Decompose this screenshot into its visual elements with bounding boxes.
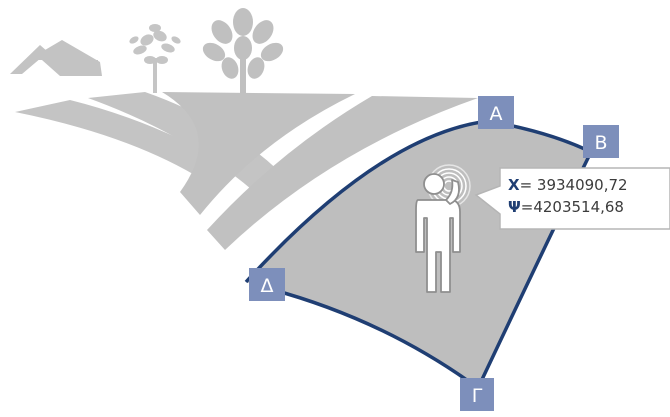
person-with-phone-icon (415, 173, 461, 293)
y-coordinate-symbol: Ψ (508, 198, 521, 216)
vertex-label-a: A (490, 103, 503, 125)
field-stripe-4 (207, 96, 478, 250)
field-stripe-3 (162, 92, 355, 215)
vertex-label-g: Γ (472, 385, 483, 407)
field-stripes (15, 92, 478, 250)
y-coordinate-value: =4203514,68 (521, 198, 624, 216)
svg-text:Ψ=4203514,68: Ψ=4203514,68 (508, 198, 624, 216)
tree-icon-small (129, 24, 181, 93)
vertex-badge-g: Γ (460, 378, 494, 411)
vertex-badge-a: A (478, 96, 514, 129)
field-stripe-1 (15, 100, 225, 180)
vertex-badge-d: Δ (249, 268, 285, 301)
vertex-label-d: Δ (261, 275, 274, 297)
vertex-badge-b: B (583, 125, 619, 158)
tree-icon-large (202, 8, 284, 123)
x-coordinate-value: = 3934090,72 (520, 176, 628, 194)
svg-text:X= 3934090,72: X= 3934090,72 (508, 176, 628, 194)
x-coordinate-symbol: X (508, 176, 520, 194)
land-plot-boundary (244, 119, 592, 284)
house-icon (10, 40, 102, 76)
land-plot-boundary-south (269, 287, 480, 390)
coordinates-callout: X= 3934090,72 Ψ=4203514,68 (474, 167, 670, 230)
vertex-label-b: B (594, 132, 607, 154)
